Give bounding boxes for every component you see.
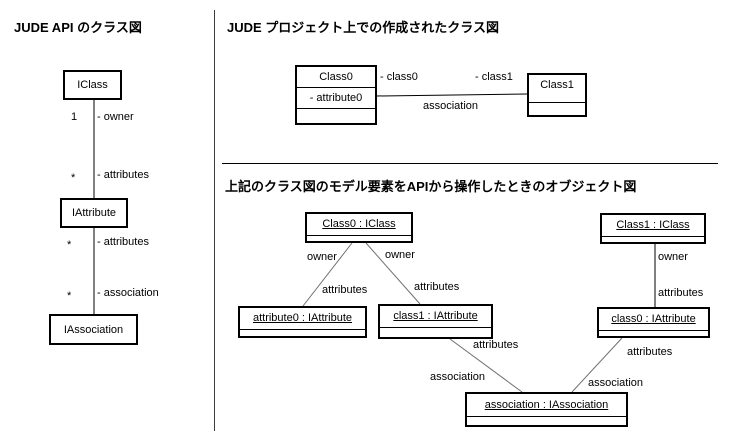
multiplicity-owner: 1 bbox=[71, 111, 78, 123]
object-box-class0-attr: class0 : IAttribute bbox=[597, 307, 710, 338]
class-name-iclass: IClass bbox=[77, 79, 108, 91]
link-label-attributes-assoc-right: attributes bbox=[627, 346, 673, 358]
role-owner: - owner bbox=[97, 111, 134, 123]
role-association: - association bbox=[97, 287, 159, 299]
object-name-attribute0: attribute0 : IAttribute bbox=[240, 308, 365, 330]
object-box-class0: Class0 : IClass bbox=[305, 212, 413, 243]
class0-attribute: - attribute0 bbox=[297, 87, 375, 108]
class0-empty-compartment bbox=[297, 108, 375, 123]
horizontal-panel-divider bbox=[222, 163, 718, 164]
link-label-attributes-class1: attributes bbox=[658, 287, 704, 299]
class-box-iclass: IClass bbox=[63, 70, 122, 100]
object-name-class0-attr: class0 : IAttribute bbox=[599, 309, 708, 331]
line-class0-class1-association bbox=[376, 93, 528, 97]
link-label-association-left: association bbox=[430, 371, 486, 383]
class0-name: Class0 bbox=[319, 71, 353, 83]
object-class0-empty-compartment bbox=[307, 236, 411, 241]
object-name-class1-attr: class1 : IAttribute bbox=[380, 306, 491, 328]
role-class1-label: - class1 bbox=[475, 71, 513, 83]
role-class0-label: - class0 bbox=[380, 71, 418, 83]
class-box-class1: Class1 bbox=[527, 73, 587, 117]
role-attributes-1: - attributes bbox=[97, 169, 149, 181]
left-panel-title: JUDE API のクラス図 bbox=[14, 20, 142, 35]
class1-empty-compartment-2 bbox=[529, 102, 585, 115]
link-label-owner-right: owner bbox=[385, 249, 415, 261]
link-label-attributes-left: attributes bbox=[322, 284, 368, 296]
association-name-label: association bbox=[423, 100, 479, 112]
role-attributes-2: - attributes bbox=[97, 236, 149, 248]
multiplicity-association: * bbox=[67, 290, 72, 302]
object-attribute0-empty-compartment bbox=[240, 330, 365, 336]
object-diagram-panel-title: 上記のクラス図のモデル要素をAPIから操作したときのオブジェクト図 bbox=[225, 179, 637, 194]
class1-name: Class1 bbox=[540, 79, 574, 91]
object-box-class1: Class1 : IClass bbox=[600, 213, 706, 244]
object-class1-empty-compartment bbox=[602, 237, 704, 242]
class-name-iassociation: IAssociation bbox=[63, 323, 124, 336]
multiplicity-attributes-1: * bbox=[71, 172, 76, 184]
object-class0-attr-empty-compartment bbox=[599, 331, 708, 336]
multiplicity-attributes-2: * bbox=[67, 239, 72, 251]
object-box-association: association : IAssociation bbox=[465, 392, 628, 427]
object-name-class1: Class1 : IClass bbox=[602, 215, 704, 237]
link-label-association-right: association bbox=[588, 377, 644, 389]
object-name-class0: Class0 : IClass bbox=[307, 214, 411, 236]
class-box-iassociation: IAssociation bbox=[49, 314, 138, 345]
link-label-attributes-assoc-left: attributes bbox=[473, 339, 519, 351]
class-name-iattribute: IAttribute bbox=[71, 207, 117, 219]
class1-empty-compartment-1 bbox=[529, 95, 585, 102]
link-label-owner-class1: owner bbox=[658, 251, 688, 263]
class-diagram-panel-title: JUDE プロジェクト上での作成されたクラス図 bbox=[227, 20, 500, 35]
object-box-class1-attr: class1 : IAttribute bbox=[378, 304, 493, 339]
class-box-class0: Class0 - attribute0 bbox=[295, 65, 377, 125]
vertical-panel-divider bbox=[214, 10, 215, 431]
object-name-association: association : IAssociation bbox=[467, 394, 626, 417]
object-class1-attr-empty-compartment bbox=[380, 328, 491, 337]
link-label-attributes-right: attributes bbox=[414, 281, 460, 293]
class-box-iattribute: IAttribute bbox=[60, 198, 128, 228]
link-label-owner-left: owner bbox=[307, 251, 337, 263]
object-association-empty-compartment bbox=[467, 417, 626, 425]
object-box-attribute0: attribute0 : IAttribute bbox=[238, 306, 367, 338]
